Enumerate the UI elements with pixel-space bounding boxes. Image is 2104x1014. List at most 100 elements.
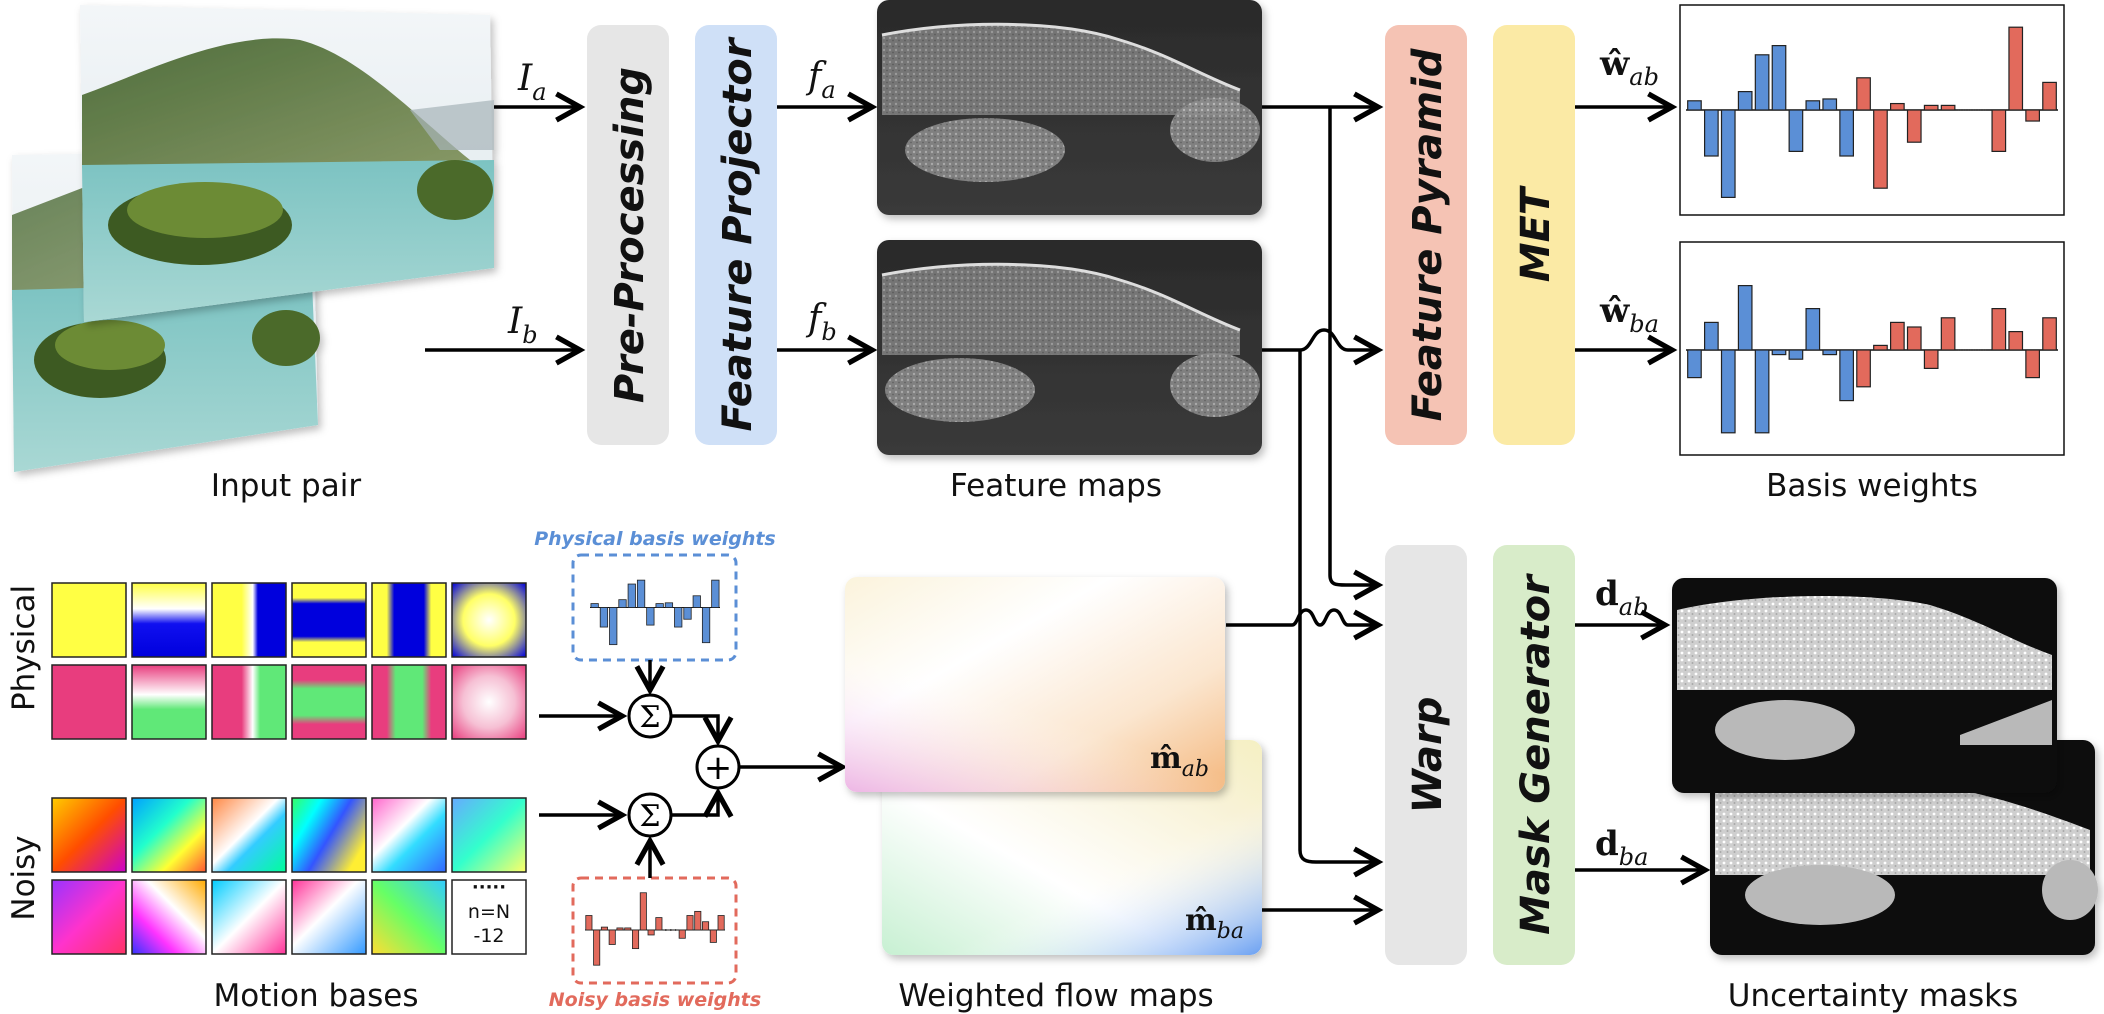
chart-bar (1839, 109, 1854, 157)
chart-bar (1805, 100, 1821, 111)
chart-bar (647, 929, 655, 936)
chart-bar (608, 929, 616, 945)
chart-bar (1754, 54, 1770, 111)
chart-bar (1737, 285, 1753, 351)
sum-operator-physical: Σ (627, 693, 673, 739)
chart-bar (2008, 26, 2024, 111)
chart-bar (1839, 349, 1854, 402)
noisy-placeholder-12: -12 (473, 925, 504, 947)
chart-bar (694, 910, 702, 931)
uncertainty-mask-ab (1672, 578, 2057, 793)
chart-bar (1906, 109, 1922, 143)
connection-lines (1226, 107, 1378, 910)
noisy-basis-weights-label: Noisy basis weights (549, 989, 761, 1011)
chart-bar (1873, 344, 1888, 351)
chart-bar (600, 926, 608, 931)
physical-bases-grid (51, 582, 527, 740)
svg-text:+: + (704, 748, 733, 788)
sum-operator-noisy: Σ (627, 792, 673, 838)
chart-bar (686, 915, 694, 931)
symbol-m-ba: m̂ba (1185, 903, 1244, 944)
label-pre-processing: Pre-Processing (607, 67, 653, 403)
chart-bar (678, 929, 686, 939)
chart-bar (1822, 98, 1838, 111)
noisy-weights-box (571, 876, 738, 985)
chart-bar (1720, 349, 1736, 434)
chart-bar (609, 607, 618, 646)
row-label-noisy: Noisy (6, 835, 42, 920)
chart-bar (1737, 90, 1753, 111)
chart-bar (599, 607, 609, 628)
chart-bar (1771, 44, 1787, 111)
chart-bar (2042, 317, 2057, 351)
chart-bar (2025, 109, 2040, 122)
chart-bar (1923, 349, 1939, 369)
plus-operator: + (695, 744, 741, 790)
label-feature-pyramid: Feature Pyramid (1405, 48, 1451, 421)
noisy-weights-mini-chart (585, 892, 725, 966)
chart-bar (674, 607, 683, 628)
chart-bar (646, 607, 655, 626)
block-warp: Warp (1385, 545, 1467, 965)
symbol-i-b: Ib (507, 301, 538, 349)
symbol-d-ab: dab (1595, 574, 1648, 621)
physical-weights-box (571, 553, 738, 662)
noisy-placeholder-n: n=N (468, 901, 510, 923)
chart-bar (683, 607, 692, 620)
noisy-bases-grid (51, 797, 527, 955)
chart-bar (655, 603, 664, 608)
feature-map-a (877, 0, 1262, 215)
symbol-m-ab: m̂ab (1150, 741, 1209, 782)
physical-basis-weights-label: Physical basis weights (534, 528, 776, 550)
chart-bar (632, 929, 640, 950)
symbol-f-b: fb (805, 298, 837, 346)
chart-bar (701, 607, 711, 644)
block-feature-pyramid: Feature Pyramid (1385, 25, 1467, 445)
input-pair-images (12, 5, 494, 472)
symbol-d-ba: dba (1595, 824, 1648, 871)
label-mask-generator: Mask Generator (1513, 573, 1559, 935)
caption-motion-bases: Motion bases (214, 978, 419, 1014)
operator-connections (539, 660, 842, 878)
chart-bar (1991, 308, 2007, 351)
noisy-placeholder-dots: ····· (472, 877, 506, 898)
label-warp: Warp (1405, 697, 1451, 814)
svg-text:Σ: Σ (639, 700, 660, 735)
chart-bar (1687, 100, 1702, 111)
chart-bar (1940, 317, 1956, 351)
chart-bar (1805, 308, 1821, 351)
label-met: MET (1513, 185, 1559, 282)
flow-map-ba (882, 740, 1262, 955)
chart-bar (1754, 349, 1770, 434)
chart-bar (1923, 104, 1939, 111)
chart-bar (2025, 349, 2040, 379)
chart-bar (618, 599, 627, 608)
chart-bar (655, 917, 663, 931)
physical-weights-mini-chart (590, 579, 720, 646)
chart-bar (1720, 109, 1736, 199)
chart-bar (717, 915, 725, 931)
svg-text:Σ: Σ (639, 799, 660, 834)
chart-bar (1703, 109, 1719, 157)
symbol-w-ab: ŵab (1599, 44, 1659, 91)
chart-bar (664, 602, 674, 608)
chart-bar (2008, 331, 2024, 351)
block-feature-projector: Feature Projector (695, 25, 777, 445)
chart-bar (1788, 349, 1804, 360)
caption-basis-weights: Basis weights (1766, 468, 1978, 504)
chart-bar (639, 892, 647, 931)
row-label-physical: Physical (6, 585, 42, 711)
uncertainty-mask-ba (1710, 740, 2098, 955)
chart-bar (593, 929, 601, 966)
chart-bar (1771, 349, 1787, 356)
symbol-i-a: Ia (517, 58, 547, 106)
chart-bar (627, 583, 636, 608)
chart-bar (1889, 102, 1905, 111)
chart-bar (1873, 109, 1888, 189)
flow-map-ab (845, 577, 1225, 792)
chart-bar (1687, 349, 1702, 379)
chart-bar (709, 929, 717, 943)
label-feature-projector: Feature Projector (715, 36, 761, 431)
chart-bar (590, 603, 599, 608)
